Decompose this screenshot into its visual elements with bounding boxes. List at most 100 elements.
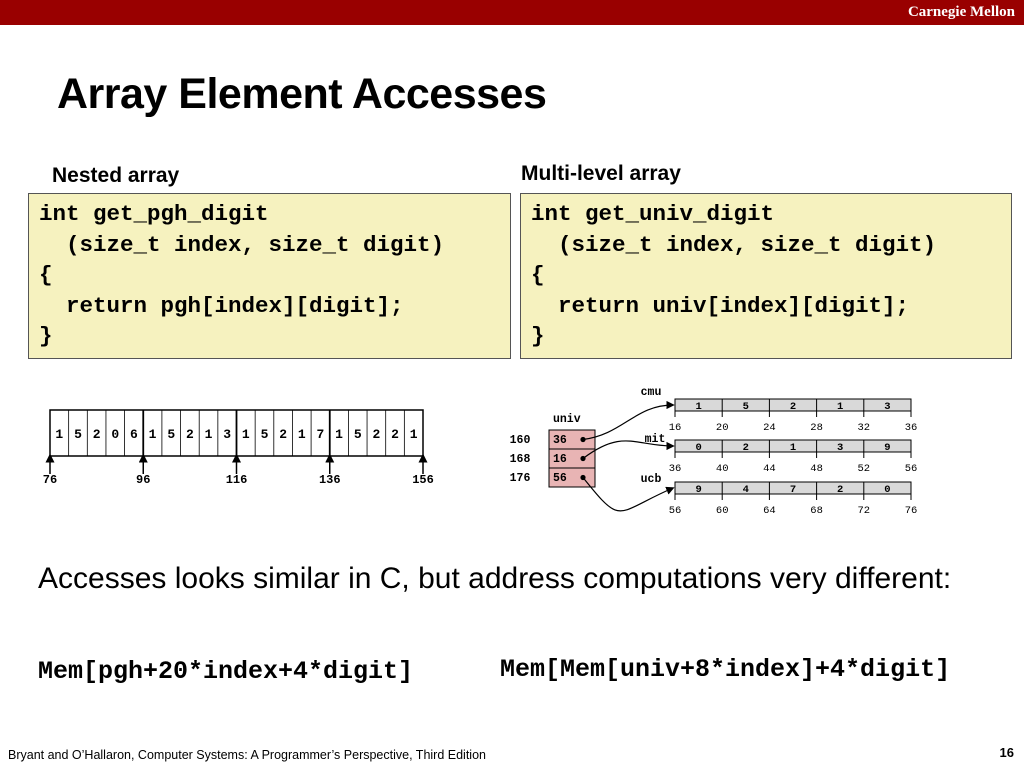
- digit-cell: 2: [837, 484, 843, 496]
- footer-citation: Bryant and O’Hallaron, Computer Systems:…: [8, 748, 486, 762]
- code-line: }: [39, 323, 53, 349]
- nested-code-box: int get_pgh_digit (size_t index, size_t …: [28, 193, 511, 359]
- row-address-label: 68: [810, 505, 823, 517]
- row-address-label: 32: [857, 422, 870, 434]
- nested-address-label: 136: [319, 473, 341, 487]
- row-address-label: 48: [810, 463, 823, 475]
- digit-cell: 0: [695, 442, 701, 454]
- row-address-label: 16: [669, 422, 682, 434]
- nested-array-cell: 7: [317, 427, 325, 442]
- digit-cell: 1: [695, 401, 701, 413]
- univ-address-label: 176: [510, 472, 531, 485]
- univ-pointer-cell: [548, 467, 596, 488]
- multilevel-address-formula: Mem[Mem[univ+8*index]+4*digit]: [500, 655, 951, 684]
- digit-cell: 1: [837, 401, 843, 413]
- digit-cell: 7: [790, 484, 796, 496]
- nested-address-label: 96: [136, 473, 150, 487]
- nested-array-cell: 2: [279, 427, 287, 442]
- univ-address-label: 160: [510, 434, 531, 447]
- pointer-arrow: [582, 477, 675, 512]
- multilevel-code: int get_univ_digit (size_t index, size_t…: [531, 199, 936, 352]
- digit-row: [674, 398, 912, 412]
- row-address-label: 60: [716, 505, 729, 517]
- nested-array-cell: 2: [372, 427, 380, 442]
- digit-row: [674, 439, 912, 453]
- univ-label: univ: [553, 413, 581, 426]
- row-address-label: 56: [905, 463, 918, 475]
- row-address-label: 72: [857, 505, 870, 517]
- digit-cell: 4: [743, 484, 749, 496]
- digit-cell: 0: [884, 484, 890, 496]
- multilevel-heading: Multi-level array: [521, 162, 681, 185]
- code-line: }: [531, 323, 545, 349]
- brand-label: Carnegie Mellon: [907, 4, 1015, 20]
- univ-address-label: 168: [510, 453, 531, 466]
- univ-pointer-value: 16: [553, 453, 567, 466]
- row-address-label: 20: [716, 422, 729, 434]
- code-line: {: [39, 262, 53, 288]
- row-address-label: 44: [763, 463, 776, 475]
- multilevel-code-box: int get_univ_digit (size_t index, size_t…: [520, 193, 1012, 359]
- code-line: return univ[index][digit];: [531, 292, 910, 319]
- nested-array-cell: 1: [335, 427, 343, 442]
- digit-cell: 2: [790, 401, 796, 413]
- nested-array-cell: 5: [261, 427, 269, 442]
- code-line: return pgh[index][digit];: [39, 292, 404, 319]
- top-bar: Carnegie Mellon: [0, 0, 1024, 25]
- code-line: int get_pgh_digit: [39, 201, 269, 227]
- univ-pointer-value: 56: [553, 472, 567, 485]
- digit-row: [674, 481, 912, 495]
- nested-address-label: 76: [43, 473, 57, 487]
- nested-array-cell: 1: [55, 427, 63, 442]
- digit-cell: 9: [884, 442, 890, 454]
- digit-cell: 2: [743, 442, 749, 454]
- nested-array-cell: 1: [298, 427, 306, 442]
- row-name-label: cmu: [641, 386, 662, 399]
- nested-array-cell: 0: [111, 427, 119, 442]
- explanation-sentence: Accesses looks similar in C, but address…: [38, 562, 952, 595]
- row-address-label: 40: [716, 463, 729, 475]
- nested-code: int get_pgh_digit (size_t index, size_t …: [39, 199, 444, 352]
- nested-array-cell: 3: [223, 427, 231, 442]
- nested-array-cell: 5: [354, 427, 362, 442]
- digit-cell: 3: [884, 401, 890, 413]
- row-address-label: 76: [905, 505, 918, 517]
- nested-array-cell: 5: [167, 427, 175, 442]
- slide-title: Array Element Accesses: [57, 70, 547, 118]
- nested-address-label: 156: [412, 473, 434, 487]
- row-address-label: 36: [669, 463, 682, 475]
- nested-heading: Nested array: [52, 164, 180, 187]
- row-address-label: 56: [669, 505, 682, 517]
- row-name-label: ucb: [641, 473, 662, 486]
- row-address-label: 28: [810, 422, 823, 434]
- row-address-label: 64: [763, 505, 776, 517]
- code-line: (size_t index, size_t digit): [39, 231, 445, 258]
- code-line: {: [531, 262, 545, 288]
- row-address-label: 52: [857, 463, 870, 475]
- digit-cell: 3: [837, 442, 843, 454]
- code-line: (size_t index, size_t digit): [531, 231, 937, 258]
- page-number: 16: [999, 745, 1014, 760]
- nested-array-cell: 2: [93, 427, 101, 442]
- digit-cell: 1: [790, 442, 796, 454]
- nested-array-cell: 5: [74, 427, 82, 442]
- nested-address-label: 116: [226, 473, 248, 487]
- nested-array-cell: 6: [130, 427, 138, 442]
- nested-array-cell: 2: [186, 427, 194, 442]
- pointer-arrow: [582, 440, 675, 459]
- nested-array-cell: 1: [149, 427, 157, 442]
- row-name-label: mit: [645, 433, 666, 446]
- row-address-label: 36: [905, 422, 918, 434]
- nested-address-formula: Mem[pgh+20*index+4*digit]: [38, 657, 414, 686]
- pointer-arrow: [582, 400, 675, 441]
- nested-array-cell: 1: [410, 427, 418, 442]
- nested-array-cell: 2: [391, 427, 399, 442]
- nested-array-cell: 1: [242, 427, 250, 442]
- code-line: int get_univ_digit: [531, 201, 775, 227]
- row-address-label: 24: [763, 422, 776, 434]
- digit-cell: 5: [743, 401, 749, 413]
- digit-cell: 9: [695, 484, 701, 496]
- nested-array-cell: 1: [205, 427, 213, 442]
- univ-pointer-value: 36: [553, 434, 567, 447]
